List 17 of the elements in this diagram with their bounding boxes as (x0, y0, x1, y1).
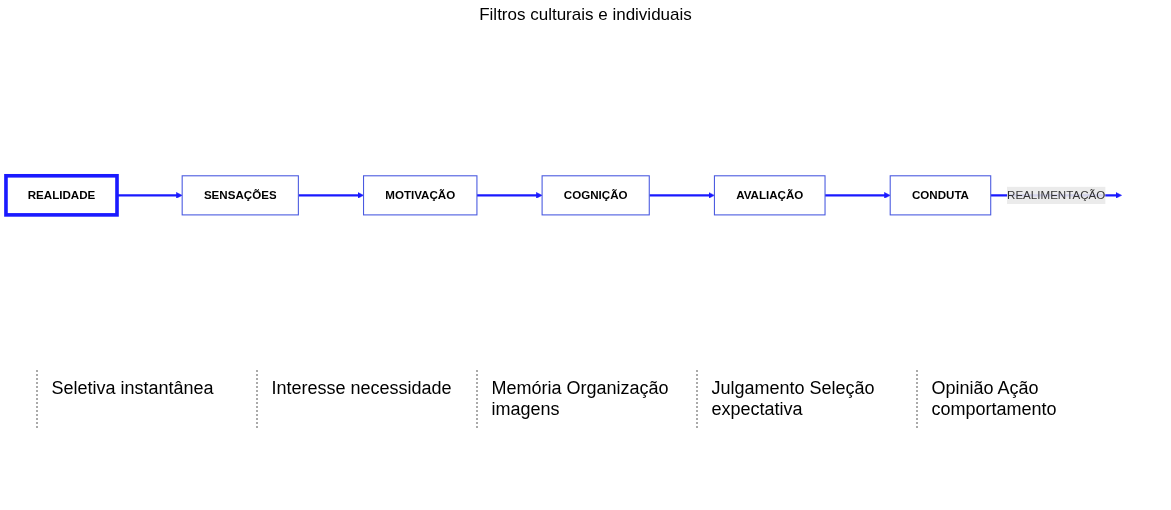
arrow (649, 191, 715, 199)
stage-description: Julgamento Seleção expectativa (695, 370, 916, 428)
arrow (825, 191, 891, 199)
node-box: SENSAÇÕES (181, 174, 299, 216)
stage-description: Memória Organização imagens (475, 370, 696, 428)
node-box: CONDUTA (889, 174, 992, 216)
stage-description: Seletiva instantânea (35, 370, 256, 428)
filter-label: Filtros culturais e individuais (479, 5, 692, 25)
node-box: REALIDADE (4, 173, 119, 217)
stage-description: Opinião Ação comportamento (915, 370, 1136, 428)
arrow (298, 191, 364, 199)
node-box: AVALIAÇÃO (713, 174, 826, 216)
edge-label: REALIMENTAÇÃO (1007, 188, 1106, 201)
arrow (476, 191, 543, 199)
stage-description: Interesse necessidade (255, 370, 476, 428)
node-box: MOTIVAÇÃO (363, 174, 478, 216)
node-box: COGNIÇÃO (541, 174, 650, 216)
